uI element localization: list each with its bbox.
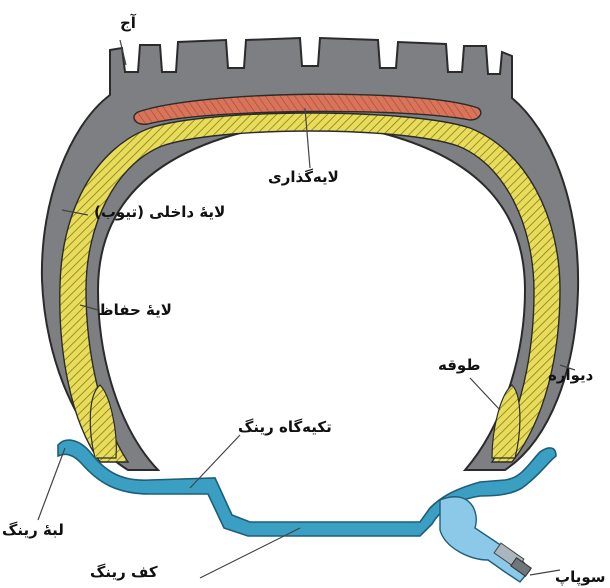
label-tread: آج bbox=[120, 16, 136, 31]
label-valve: سوپاپ bbox=[555, 570, 606, 585]
label-rim-seat: تکیه‌گاه رینگ bbox=[238, 420, 332, 435]
label-inner-liner: لایهٔ داخلی (تیوب) bbox=[94, 205, 225, 220]
label-rim-base: کف رینگ bbox=[90, 565, 158, 580]
label-belt-layer: لایه‌گذاری bbox=[268, 170, 339, 185]
bead-right bbox=[492, 385, 520, 458]
valve-stem bbox=[440, 497, 531, 582]
label-protective-layer: لایهٔ حفاظ bbox=[98, 303, 172, 318]
leader-bead bbox=[470, 378, 500, 410]
leader-rim-flange bbox=[38, 448, 65, 520]
label-rim-flange: لبهٔ رینگ bbox=[2, 523, 64, 538]
label-sidewall: دیواره bbox=[548, 368, 593, 383]
label-bead: طوقه bbox=[438, 358, 480, 373]
